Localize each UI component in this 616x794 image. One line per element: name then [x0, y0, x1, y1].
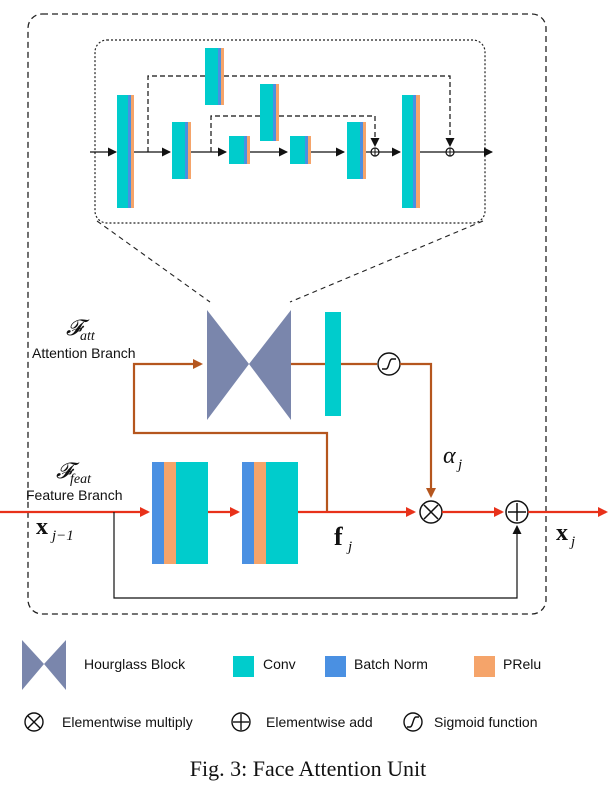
hg-block-1: [117, 95, 134, 208]
hg-block-4: [290, 136, 311, 164]
feature-subscript: j: [346, 539, 352, 555]
legend-conv: Conv: [233, 656, 296, 677]
legend-sigmoid: Sigmoid function: [403, 712, 538, 732]
figure-caption: Fig. 3: Face Attention Unit: [189, 756, 427, 781]
prelu-swatch: [474, 656, 495, 677]
feature-main: f: [334, 522, 343, 551]
legend-prelu-label: PRelu: [503, 656, 541, 672]
legend-batch-norm: Batch Norm: [325, 656, 428, 677]
legend-conv-label: Conv: [263, 656, 296, 672]
add-icon: [231, 712, 251, 732]
legend-hourglass: Hourglass Block: [22, 640, 186, 690]
sigmoid-to-multiply: [400, 362, 436, 498]
hg-block-6: [402, 95, 420, 208]
output-main: x: [556, 520, 568, 546]
output-subscript: j: [569, 534, 575, 550]
hg-add-node-2: [445, 147, 455, 157]
hourglass-icon: [22, 640, 44, 690]
hourglass-detail-box: [94, 39, 486, 224]
alpha-subscript: j: [456, 457, 462, 473]
legend-batch-norm-label: Batch Norm: [354, 656, 428, 672]
legend-hourglass-label: Hourglass Block: [84, 656, 186, 672]
hg-skip-block-inner: [260, 84, 279, 141]
feature-branch-label: 𝓕 feat Feature Branch: [26, 458, 123, 503]
hourglass-block-right: [249, 310, 291, 420]
output-label: x j: [556, 520, 575, 550]
batch-norm-swatch: [325, 656, 346, 677]
legend-sigmoid-label: Sigmoid function: [434, 714, 538, 730]
hg-block-5: [347, 122, 366, 179]
legend-multiply-label: Elementwise multiply: [62, 714, 193, 730]
hg-block-2: [172, 122, 191, 179]
zoom-line-left: [96, 220, 211, 303]
sigmoid-node: [377, 352, 401, 376]
hourglass-internals: [90, 48, 493, 208]
sigmoid-icon: [403, 712, 423, 732]
multiply-node: [419, 500, 443, 524]
feature-branch-subscript: feat: [70, 472, 92, 487]
residual-skip: [113, 512, 522, 599]
input-main: x: [36, 514, 48, 540]
legend-prelu: PRelu: [474, 656, 541, 677]
attention-conv: [325, 312, 341, 416]
input-subscript: j−1: [50, 528, 74, 544]
hg-add-node-1: [370, 147, 380, 157]
conv-swatch: [233, 656, 254, 677]
legend-multiply: Elementwise multiply: [24, 712, 193, 732]
zoom-line-right: [289, 220, 484, 303]
feature-label: f j: [334, 522, 352, 555]
add-node: [505, 500, 529, 524]
alpha-main: α: [443, 443, 456, 469]
legend-add-label: Elementwise add: [266, 714, 373, 730]
feature-branch-text: Feature Branch: [26, 487, 123, 503]
unit-boundary: [27, 13, 547, 615]
input-label: x j−1: [36, 514, 74, 544]
hourglass-block: [207, 310, 249, 420]
attention-branch-label: 𝓕 att Attention Branch: [32, 315, 136, 361]
multiply-icon: [24, 712, 44, 732]
hg-block-3: [229, 136, 250, 164]
legend-add: Elementwise add: [231, 712, 373, 732]
legend: Hourglass Block Conv Batch Norm PRelu El…: [22, 640, 541, 732]
hg-skip-block-outer: [205, 48, 224, 105]
attention-input-path: [132, 359, 329, 512]
attention-branch-text: Attention Branch: [32, 345, 136, 361]
alpha-label: α j: [443, 443, 462, 473]
feature-block-2: [242, 462, 298, 564]
feature-block-1: [152, 462, 208, 564]
attention-branch-subscript: att: [80, 329, 96, 344]
